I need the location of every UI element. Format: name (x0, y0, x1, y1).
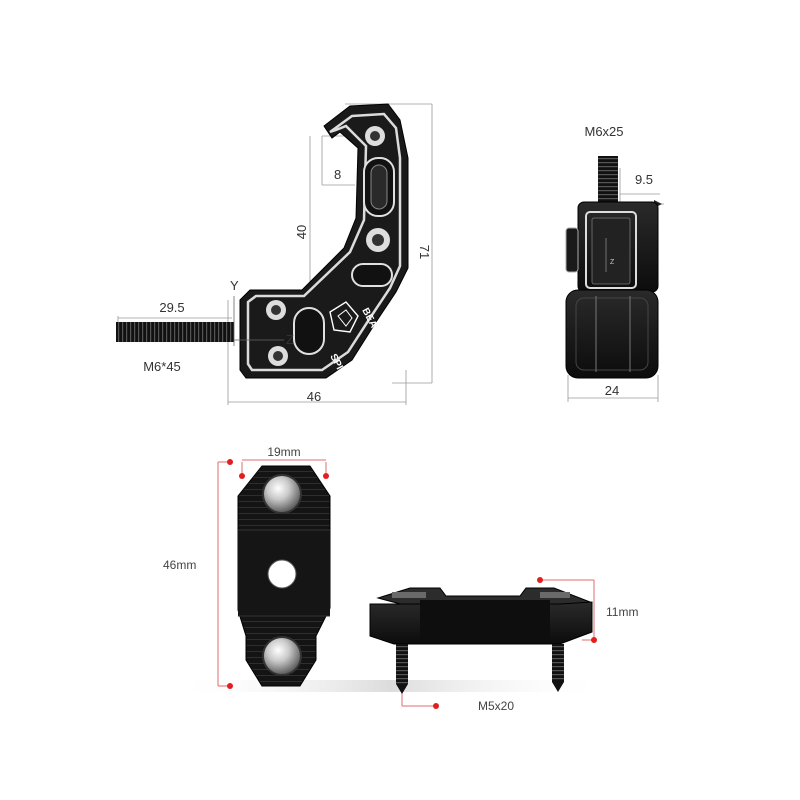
dim-inner-height: 40 (294, 225, 309, 239)
side-screw-left (396, 644, 408, 684)
axis-z-label: Z (286, 332, 294, 347)
end-dim-width: 24 (605, 383, 619, 398)
axis-y-label: Y (230, 278, 239, 293)
end-bolt-label: M6x25 (584, 124, 623, 139)
side-dim-height: 11mm (606, 605, 638, 619)
bolt-thread-vertical (598, 156, 618, 202)
bracket-end-view: Z M6x25 9.5 24 (565, 124, 664, 402)
plate-dim-height: 46mm (163, 558, 196, 572)
screw-label: M5x20 (478, 699, 514, 713)
bolt-thread (116, 322, 234, 342)
plate-dim-width: 19mm (267, 445, 300, 459)
end-axis-z-label: Z (610, 259, 615, 266)
bolt-label: M6*45 (143, 359, 181, 374)
bracket-side-view: SPIRIT BEAST Y Z 8 40 71 29.5 M6*45 46 (116, 103, 433, 405)
screw-head-top (262, 474, 302, 514)
clamp-plate-side-view: 11mm M5x20 (369, 577, 638, 713)
clamp-plate-top-view: 19mm 46mm (163, 445, 610, 692)
end-dim-offset: 9.5 (635, 172, 653, 187)
dim-top-gap: 8 (334, 167, 341, 182)
end-clamp-base (565, 289, 659, 379)
dim-width: 46 (307, 389, 321, 404)
screw-head-bottom (262, 636, 302, 676)
side-screw-right (552, 644, 564, 682)
dim-total-height: 71 (417, 245, 432, 259)
dim-thread-length: 29.5 (159, 300, 184, 315)
